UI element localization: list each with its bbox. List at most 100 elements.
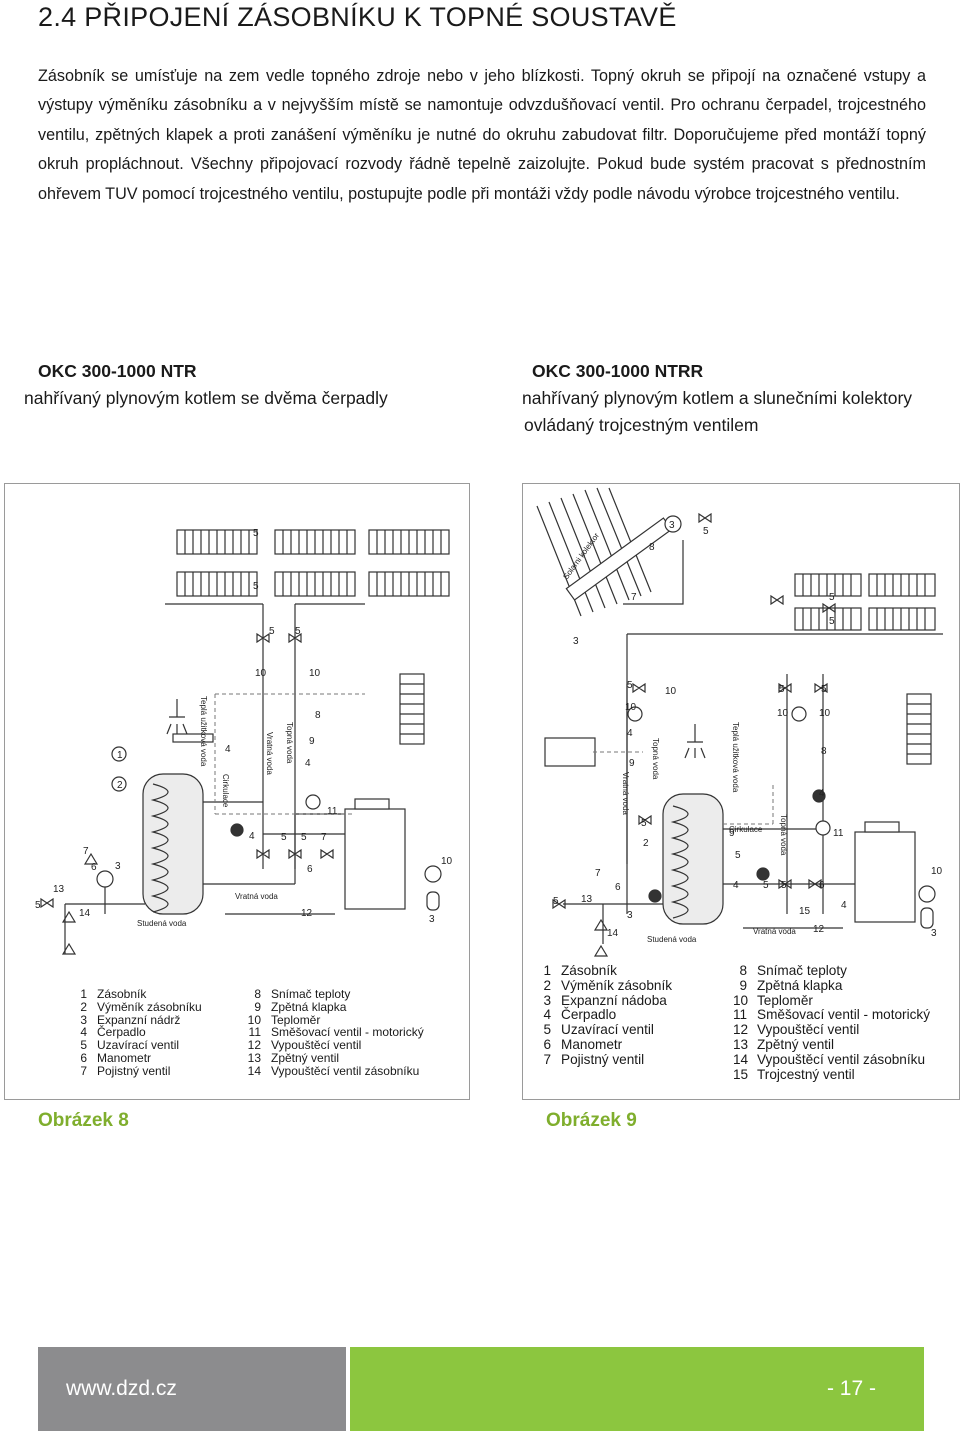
radiator-top (176, 529, 258, 555)
label-return: Vratná voda (753, 927, 796, 936)
svg-text:6: 6 (615, 882, 621, 893)
svg-text:6: 6 (307, 864, 313, 875)
radiator-top-right (274, 529, 356, 555)
label-return-vertical: Vratná voda (621, 772, 630, 815)
svg-text:5: 5 (703, 526, 709, 537)
svg-text:10: 10 (819, 708, 831, 719)
svg-text:3: 3 (931, 928, 937, 939)
svg-text:15: 15 (799, 906, 811, 917)
label-return-vertical: Vratná voda (265, 732, 274, 775)
figure9-schematic: 3 5 8 7 3 5 5 5 10 10 4 9 5 5 10 10 8 4 … (536, 487, 943, 957)
label-hot-water: Teplá užitková voda (199, 696, 208, 767)
radiator-c (794, 607, 862, 631)
svg-text:10: 10 (309, 668, 321, 679)
svg-text:10: 10 (777, 708, 789, 719)
intro-text: Zásobník se umísťuje na zem vedle topnéh… (38, 67, 926, 203)
svg-text:5: 5 (779, 684, 785, 695)
svg-text:5: 5 (553, 896, 559, 907)
svg-text:5: 5 (821, 684, 827, 695)
svg-text:3: 3 (429, 914, 435, 925)
label-cold: Studená voda (137, 919, 187, 928)
svg-text:3: 3 (669, 520, 675, 531)
svg-text:3: 3 (115, 861, 121, 872)
radiator-a (794, 573, 862, 597)
svg-text:6: 6 (91, 862, 97, 873)
svg-text:2: 2 (117, 780, 123, 791)
svg-text:5: 5 (829, 616, 835, 627)
svg-text:12: 12 (813, 924, 825, 935)
radiator-right-mid (368, 571, 450, 597)
label-supply: Topná voda (285, 722, 294, 764)
svg-text:5: 5 (301, 832, 307, 843)
svg-text:8: 8 (315, 710, 321, 721)
svg-text:4: 4 (733, 880, 739, 891)
figure8-heading: OKC 300-1000 NTR nahřívaný plynovým kotl… (24, 358, 388, 412)
label-supply-2: Topná voda (779, 814, 788, 856)
figure9-heading: OKC 300-1000 NTRR nahřívaný plynovým kot… (522, 358, 912, 439)
page-number: - 17 - (826, 1377, 876, 1400)
radiator-b (868, 573, 936, 597)
svg-text:1: 1 (117, 750, 123, 761)
svg-text:4: 4 (841, 900, 847, 911)
figure8-caption: Obrázek 8 (38, 1110, 129, 1131)
svg-text:7: 7 (83, 846, 89, 857)
boiler (854, 831, 916, 923)
figure8-title: OKC 300-1000 NTR (38, 361, 197, 381)
svg-text:5: 5 (281, 832, 287, 843)
figure9-diagram: 3 5 8 7 3 5 5 5 10 10 4 9 5 5 10 10 8 4 … (522, 483, 960, 1100)
boiler (344, 808, 406, 910)
svg-text:5: 5 (269, 626, 275, 637)
svg-text:5: 5 (35, 900, 41, 911)
svg-text:10: 10 (441, 856, 453, 867)
svg-text:3: 3 (627, 910, 633, 921)
solar-collector (536, 487, 673, 617)
svg-text:5: 5 (829, 592, 835, 603)
figure8-schematic: 5 5 5 5 10 10 8 9 4 4 1 2 4 5 5 7 11 6 7… (35, 528, 453, 955)
figure9-caption: Obrázek 9 (546, 1110, 637, 1131)
footer-bar-left: www.dzd.cz (38, 1347, 346, 1431)
label-supply: Topná voda (651, 738, 660, 780)
radiator-mid-right (274, 571, 356, 597)
footer-bar-right: - 17 - (350, 1347, 924, 1431)
storage-tank (662, 793, 724, 925)
svg-text:5: 5 (253, 528, 259, 539)
svg-text:4: 4 (249, 831, 255, 842)
footer-website-link[interactable]: www.dzd.cz (66, 1377, 177, 1400)
svg-text:8: 8 (821, 746, 827, 757)
svg-text:3: 3 (573, 636, 579, 647)
svg-text:8: 8 (649, 542, 655, 553)
figure8-diagram: 5 5 5 5 10 10 8 9 4 4 1 2 4 5 5 7 11 6 7… (4, 483, 470, 1100)
svg-text:10: 10 (665, 686, 677, 697)
svg-text:13: 13 (53, 884, 65, 895)
svg-text:9: 9 (309, 736, 315, 747)
label-circulation: Cirkulace (729, 825, 763, 834)
label-return: Vratná voda (235, 892, 278, 901)
svg-text:5: 5 (295, 626, 301, 637)
figure8-subtitle: nahřívaný plynovým kotlem se dvěma čerpa… (24, 388, 388, 408)
svg-text:12: 12 (301, 908, 313, 919)
figure9-subtitle2: ovládaný trojcestným ventilem (524, 415, 759, 435)
intro-paragraph: Zásobník se umísťuje na zem vedle topnéh… (38, 62, 926, 209)
svg-text:5: 5 (627, 680, 633, 691)
svg-text:10: 10 (625, 702, 637, 713)
svg-text:5: 5 (763, 880, 769, 891)
